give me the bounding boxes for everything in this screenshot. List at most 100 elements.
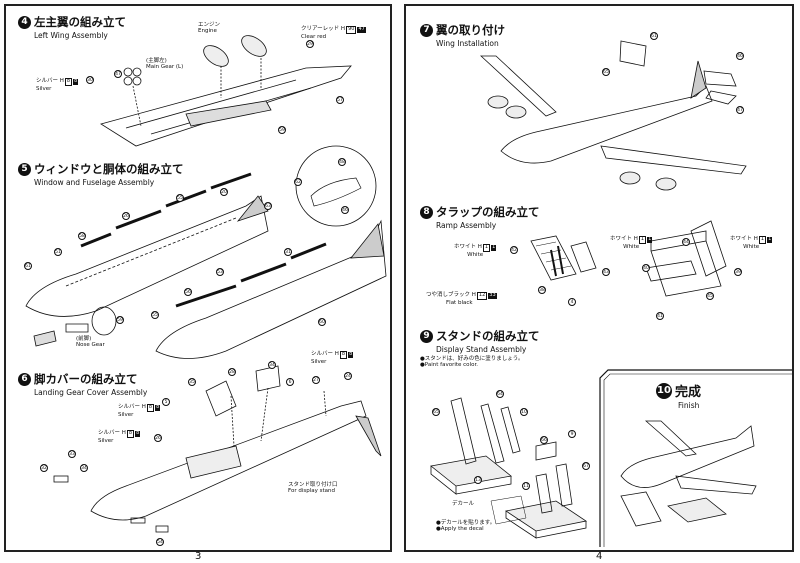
step-8-title: タラップの組み立て bbox=[436, 205, 540, 219]
step-10-title: 完成 bbox=[675, 385, 702, 400]
stand-paint-note: ●スタンドは、好みの色に塗りましょう。●Paint favorite color… bbox=[420, 356, 524, 369]
nose-cone-outline bbox=[91, 306, 117, 336]
stand-base-1 bbox=[430, 455, 512, 487]
part-number: 62 bbox=[294, 178, 302, 186]
part-number: 27 bbox=[312, 376, 320, 384]
part-number: 55 bbox=[176, 194, 184, 202]
page-number-left: 3 bbox=[195, 551, 202, 562]
engine-drawing-2 bbox=[241, 35, 267, 57]
step-7-subtitle: Wing Installation bbox=[436, 39, 499, 48]
part-number: 38 bbox=[538, 286, 546, 294]
part-number: 45 bbox=[706, 292, 714, 300]
step-9-number: 9 bbox=[420, 329, 433, 343]
finished-aircraft-drawing bbox=[620, 425, 755, 488]
part-number: 31 bbox=[284, 248, 292, 256]
fuselage-drawing-lower bbox=[155, 219, 387, 359]
part-number: 44 bbox=[682, 238, 690, 246]
ramp-drawing-1 bbox=[530, 235, 577, 281]
part-number: 26 bbox=[154, 434, 162, 442]
part-number: 47 bbox=[114, 70, 122, 78]
engine-drawing-1 bbox=[203, 45, 229, 67]
part-number: 58 bbox=[78, 232, 86, 240]
aircraft-drawing-step7 bbox=[500, 85, 713, 164]
finish-frame bbox=[599, 369, 792, 547]
detail-callout-circle bbox=[295, 145, 377, 227]
step-4-subtitle: Left Wing Assembly bbox=[34, 31, 108, 40]
part-number: 20 bbox=[220, 188, 228, 196]
part-number: 33 bbox=[68, 450, 76, 458]
step-7-title: 翼の取り付け bbox=[436, 23, 505, 37]
part-number: 39 bbox=[734, 268, 742, 276]
part-number: 47 bbox=[736, 106, 744, 114]
step-7-number: 7 bbox=[420, 23, 433, 37]
part-number: 6 bbox=[286, 378, 294, 386]
part-number: 43 bbox=[602, 268, 610, 276]
part-number: 41 bbox=[656, 312, 664, 320]
fuselage-drawing-upper bbox=[25, 195, 269, 317]
step-5-subtitle: Window and Fuselage Assembly bbox=[34, 178, 155, 187]
step-6-subtitle: Landing Gear Cover Assembly bbox=[34, 388, 148, 397]
part-number: 63 bbox=[264, 202, 272, 210]
part-number: 66 bbox=[540, 436, 548, 444]
part-number: 67 bbox=[582, 462, 590, 470]
part-number: 61 bbox=[24, 262, 32, 270]
step-4-title: 左主翼の組み立て bbox=[34, 15, 126, 29]
right-wing-step7 bbox=[600, 145, 747, 175]
part-number: 48 bbox=[338, 158, 346, 166]
ramp-drawing-2 bbox=[650, 230, 722, 297]
part-number: 32 bbox=[40, 464, 48, 472]
part-number: 26 bbox=[122, 212, 130, 220]
step-5-title: ウィンドウと胴体の組み立て bbox=[34, 162, 184, 176]
part-number: 65 bbox=[432, 408, 440, 416]
step-4-number: 4 bbox=[18, 15, 31, 29]
part-number: 34 bbox=[80, 464, 88, 472]
part-number: 9 bbox=[568, 430, 576, 438]
part-number: 64 bbox=[496, 390, 504, 398]
step-10-subtitle: Finish bbox=[678, 401, 700, 410]
part-number: 60 bbox=[318, 318, 326, 326]
step-8-number: 8 bbox=[420, 205, 433, 219]
part-number: 5 bbox=[162, 398, 170, 406]
main-gear-label: (主脚左)Main Gear (L) bbox=[146, 58, 184, 71]
part-number: 10 bbox=[520, 408, 528, 416]
step-8-subtitle: Ramp Assembly bbox=[436, 221, 497, 230]
part-number: 56 bbox=[184, 288, 192, 296]
part-number: 28 bbox=[228, 368, 236, 376]
fuselage-drawing-gear bbox=[90, 400, 367, 521]
step-9-subtitle: Display Stand Assembly bbox=[436, 345, 527, 354]
part-number: 42 bbox=[510, 246, 518, 254]
step-5-number: 5 bbox=[18, 162, 31, 176]
part-number: 4 bbox=[568, 298, 576, 306]
part-number: 59 bbox=[116, 316, 124, 324]
left-wing-step7 bbox=[479, 55, 557, 117]
step-6-number: 6 bbox=[18, 372, 31, 386]
part-number: 53 bbox=[216, 268, 224, 276]
part-number: 34 bbox=[268, 361, 276, 369]
right-page-drawings bbox=[430, 40, 757, 539]
part-number: 29 bbox=[306, 40, 314, 48]
part-number: 13 bbox=[474, 476, 482, 484]
stand-base-2 bbox=[504, 500, 588, 532]
part-number: 59 bbox=[278, 126, 286, 134]
part-number: 61 bbox=[650, 32, 658, 40]
part-number: 35 bbox=[188, 378, 196, 386]
step-6-title: 脚カバーの組み立て bbox=[34, 372, 138, 386]
part-number: 54 bbox=[156, 538, 164, 546]
